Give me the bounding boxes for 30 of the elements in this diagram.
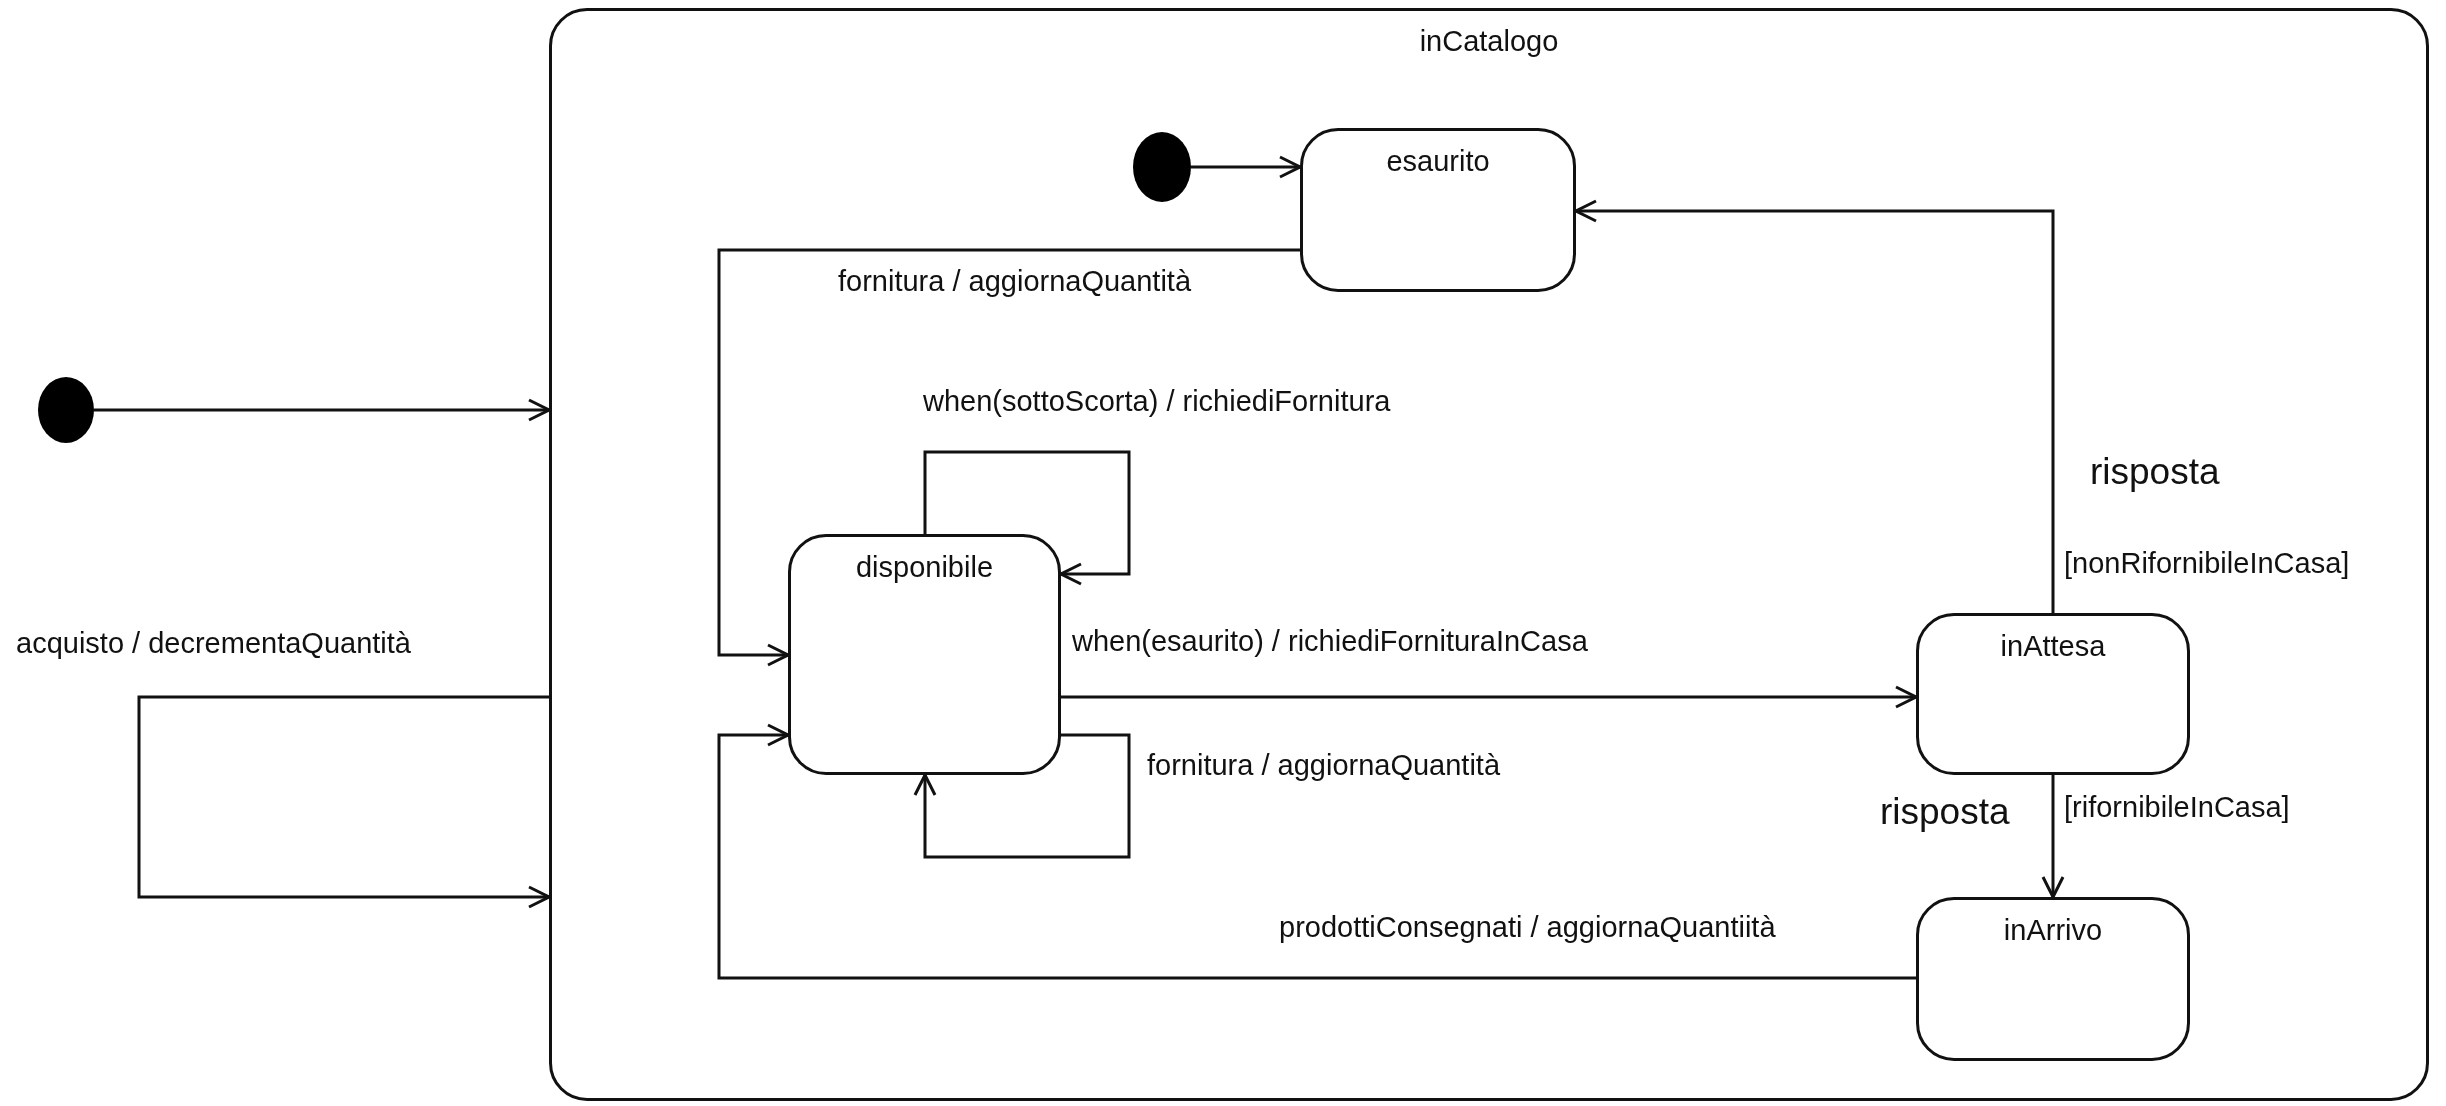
state-box	[788, 534, 1061, 775]
transition-arrow	[137, 695, 551, 909]
transition-arrow	[94, 398, 551, 422]
state-name: inCatalogo	[1418, 25, 1560, 58]
guard-condition: [nonRifornibileInCasa]	[2064, 548, 2350, 580]
edge-label: fornitura / aggiornaQuantità	[838, 266, 1192, 298]
edge-label: risposta	[1880, 792, 2010, 833]
transition-arrow	[717, 248, 1300, 667]
state-name: inArrivo	[2002, 914, 2104, 947]
transition-arrow	[913, 733, 1131, 859]
edge-label: acquisto / decrementaQuantità	[16, 628, 411, 660]
state-name: esaurito	[1385, 145, 1491, 178]
edge-label: when(esaurito) / richiediFornituraInCasa	[1072, 626, 1588, 658]
transition-arrow	[717, 723, 1916, 980]
edge-label: fornitura / aggiornaQuantità	[1147, 750, 1501, 782]
transition-arrow	[1061, 685, 1918, 709]
guard-condition: [rifornibileInCasa]	[2064, 792, 2290, 824]
state-box	[1916, 613, 2190, 775]
transition-arrow	[1191, 155, 1302, 179]
state-name: inAttesa	[1999, 630, 2107, 663]
transition-arrow	[923, 450, 1131, 586]
state-box	[1300, 128, 1576, 292]
state-name: disponibile	[854, 551, 994, 584]
edge-label: risposta	[2090, 452, 2220, 493]
edge-label: when(sottoScorta) / richiediFornitura	[923, 386, 1391, 418]
state-box	[1916, 897, 2190, 1061]
edge-label: prodottiConsegnati / aggiornaQuantiità	[1279, 912, 1776, 944]
transition-arrow	[1574, 199, 2055, 613]
state-box	[549, 8, 2429, 1101]
transition-arrow	[2041, 775, 2065, 899]
